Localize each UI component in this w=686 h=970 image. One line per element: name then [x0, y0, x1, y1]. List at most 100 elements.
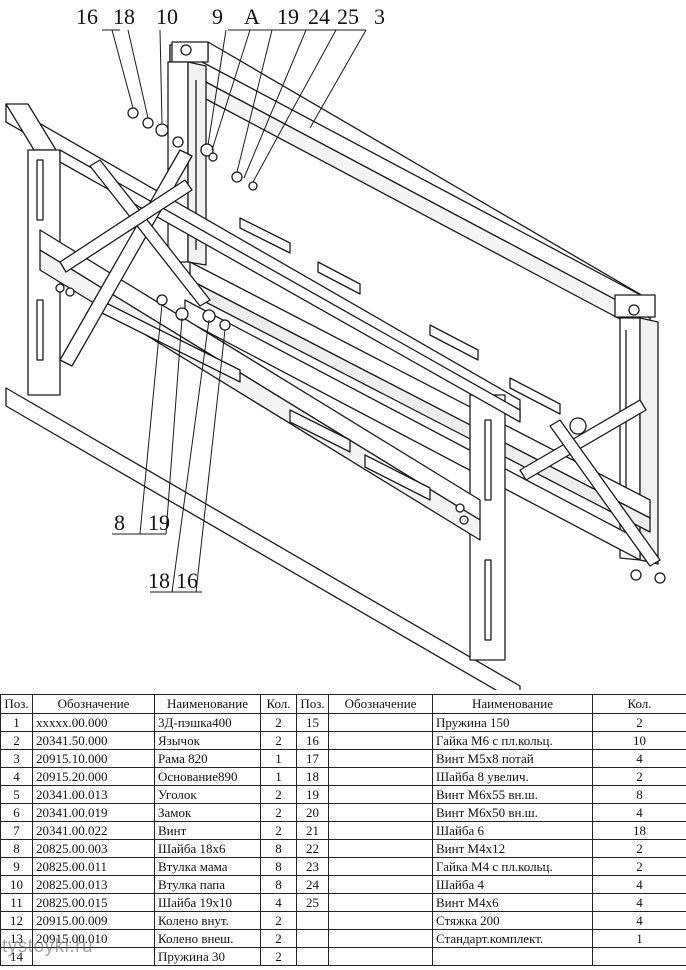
cell-pos: 5 — [0, 785, 33, 804]
cell-qty-2: 2 — [592, 857, 686, 876]
cell-designation-2 — [328, 767, 433, 786]
cell-qty-2: 2 — [592, 713, 686, 732]
cell-pos-2: 16 — [296, 731, 329, 750]
watermark: tystoyki.ru — [2, 936, 94, 957]
cell-qty-2: 4 — [592, 803, 686, 822]
cell-pos: 2 — [0, 731, 33, 750]
cell-pos-2: 23 — [296, 857, 329, 876]
cell-designation: 20341.00.013 — [32, 785, 155, 804]
cell-designation: 20825.00.003 — [32, 839, 155, 858]
parts-table: Поз. Обозначение Наименование Кол. Поз. … — [0, 694, 686, 966]
cell-name-2: Гайка М6 с пл.кольц. — [432, 731, 593, 750]
header-designation: Обозначение — [32, 694, 155, 714]
table-header-row: Поз. Обозначение Наименование Кол. Поз. … — [0, 694, 686, 714]
cell-pos-2: 19 — [296, 785, 329, 804]
cell-designation-2 — [328, 749, 433, 768]
cell-qty: 2 — [260, 947, 297, 966]
cell-name: Уголок — [154, 785, 261, 804]
header-qty: Кол. — [260, 694, 297, 714]
cell-name-2: Стяжка 200 — [432, 911, 593, 930]
cell-name: Шайба 19х10 — [154, 893, 261, 912]
cell-name: Винт — [154, 821, 261, 840]
base-rails — [184, 261, 651, 561]
cell-pos: 11 — [0, 893, 33, 912]
callout-18-lower: 18 — [148, 568, 170, 593]
cell-pos-2: 20 — [296, 803, 329, 822]
cell-qty: 2 — [260, 803, 297, 822]
cell-qty: 8 — [260, 857, 297, 876]
cell-qty-2 — [592, 947, 686, 966]
header-pos: Поз. — [0, 694, 33, 714]
cell-qty: 2 — [260, 731, 297, 750]
cell-name-2: Винт М4х12 — [432, 839, 593, 858]
cell-name-2: Гайка М4 с пл.кольц. — [432, 857, 593, 876]
cell-qty-2: 4 — [592, 893, 686, 912]
cell-qty: 1 — [260, 749, 297, 768]
leader-lines — [102, 29, 367, 593]
cell-name: Пружина 30 — [154, 947, 261, 966]
cell-qty-2: 18 — [592, 821, 686, 840]
cell-designation-2 — [328, 875, 433, 894]
cell-qty-2: 4 — [592, 911, 686, 930]
callout-19-lower: 19 — [148, 510, 170, 535]
cell-name-2: Шайба 8 увелич. — [432, 767, 593, 786]
cell-qty: 2 — [260, 821, 297, 840]
callout-3: 3 — [374, 4, 385, 29]
cell-pos: 8 — [0, 839, 33, 858]
header-name-2: Наименование — [432, 694, 593, 714]
cell-name-2: Винт М5х8 потай — [432, 749, 593, 768]
cell-name: Втулка папа — [154, 875, 261, 894]
cell-designation-2 — [328, 731, 433, 750]
callout-9: 9 — [212, 4, 223, 29]
cell-designation: 20915.10.000 — [32, 749, 155, 768]
cell-qty-2: 1 — [592, 929, 686, 948]
cell-name: Колено внеш. — [154, 929, 261, 948]
front-frame — [5, 103, 561, 690]
cell-pos: 6 — [0, 803, 33, 822]
cell-pos: 4 — [0, 767, 33, 786]
cell-qty: 2 — [260, 713, 297, 732]
cell-pos: 12 — [0, 911, 33, 930]
callout-19: 19 — [277, 4, 299, 29]
scissor-links — [59, 149, 661, 567]
cell-designation-2 — [328, 929, 433, 948]
cell-name-2: Пружина 150 — [432, 713, 593, 732]
cell-designation: 20825.00.015 — [32, 893, 155, 912]
header-pos-2: Поз. — [296, 694, 329, 714]
cell-pos-2: 17 — [296, 749, 329, 768]
cell-name-2 — [432, 947, 593, 966]
assembly-drawing — [5, 29, 666, 690]
cell-name-2: Шайба 4 — [432, 875, 593, 894]
cell-pos-2: 22 — [296, 839, 329, 858]
cell-name-2: Винт М6х55 вн.ш. — [432, 785, 593, 804]
cell-pos: 3 — [0, 749, 33, 768]
cell-qty-2: 2 — [592, 839, 686, 858]
cell-name: Язычок — [154, 731, 261, 750]
header-designation-2: Обозначение — [328, 694, 433, 714]
cell-designation-2 — [328, 911, 433, 930]
cell-pos: 14 — [0, 947, 33, 966]
cell-qty-2: 10 — [592, 731, 686, 750]
cell-name-2: Винт М6х50 вн.ш. — [432, 803, 593, 822]
cell-designation-2 — [328, 785, 433, 804]
cell-designation: 20915.00.009 — [32, 911, 155, 930]
cell-pos-2: 25 — [296, 893, 329, 912]
cell-name: Рама 820 — [154, 749, 261, 768]
cell-name: Замок — [154, 803, 261, 822]
cell-qty-2: 4 — [592, 875, 686, 894]
cell-designation: xxxxx.00.000 — [32, 713, 155, 732]
cell-qty: 2 — [260, 911, 297, 930]
cell-pos: 1 — [0, 713, 33, 732]
callout-16: 16 — [76, 4, 98, 29]
